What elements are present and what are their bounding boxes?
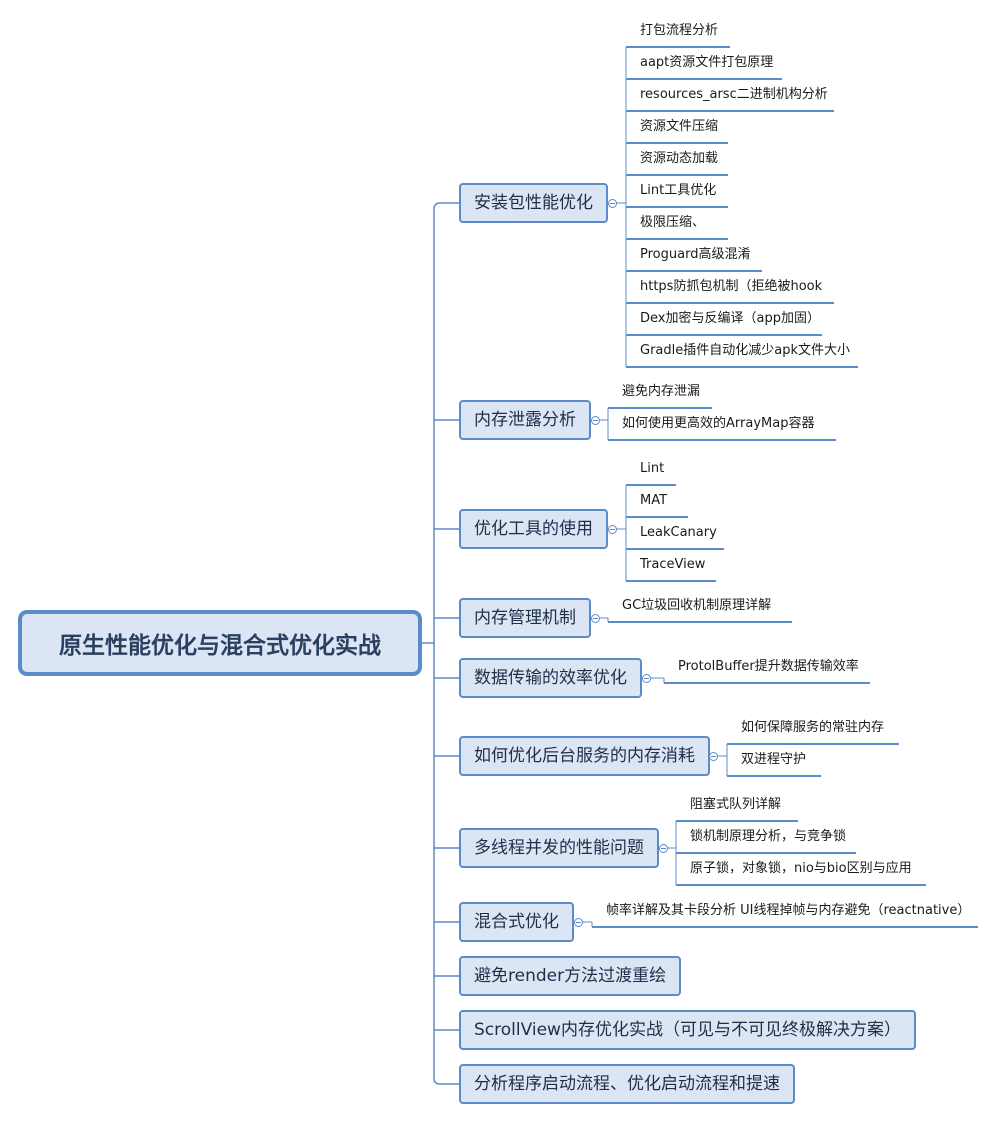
branch-connector <box>433 1077 459 1085</box>
branch-topic[interactable]: 优化工具的使用 <box>459 509 608 549</box>
leaf-topic[interactable]: Proguard高级混淆 <box>640 247 751 262</box>
branch-connector <box>433 202 459 210</box>
collapse-toggle-icon[interactable] <box>642 674 651 683</box>
collapse-toggle-icon[interactable] <box>591 614 600 623</box>
leaf-topic[interactable]: Gradle插件自动化减少apk文件大小 <box>640 343 850 358</box>
root-topic[interactable]: 原生性能优化与混合式优化实战 <box>18 610 422 676</box>
leaf-topic[interactable]: Lint工具优化 <box>640 183 717 198</box>
collapse-toggle-icon[interactable] <box>608 199 617 208</box>
leaf-topic[interactable]: 锁机制原理分析，与竞争锁 <box>690 829 847 844</box>
leaf-topic[interactable]: Dex加密与反编译（app加固） <box>640 311 820 326</box>
branch-topic[interactable]: 分析程序启动流程、优化启动流程和提速 <box>459 1064 795 1104</box>
leaf-topic[interactable]: 极限压缩、 <box>640 215 706 230</box>
leaf-topic[interactable]: https防抓包机制（拒绝被hook <box>640 279 823 294</box>
branch-topic[interactable]: ScrollView内存优化实战（可见与不可见终极解决方案） <box>459 1010 916 1050</box>
branch-topic[interactable]: 安装包性能优化 <box>459 183 608 223</box>
branch-topic[interactable]: 如何优化后台服务的内存消耗 <box>459 736 710 776</box>
leaf-topic[interactable]: ProtolBuffer提升数据传输效率 <box>678 659 859 674</box>
leaf-topic[interactable]: GC垃圾回收机制原理详解 <box>622 598 772 613</box>
leaf-topic[interactable]: 避免内存泄漏 <box>622 384 701 399</box>
leaf-topic[interactable]: TraceView <box>640 557 706 572</box>
leaf-topic[interactable]: 如何保障服务的常驻内存 <box>741 720 885 735</box>
leaf-topic[interactable]: MAT <box>640 493 668 508</box>
collapse-toggle-icon[interactable] <box>591 416 600 425</box>
collapse-toggle-icon[interactable] <box>574 918 583 927</box>
leaf-topic[interactable]: resources_arsc二进制机构分析 <box>640 87 828 102</box>
leaf-topic[interactable]: Lint <box>640 461 665 476</box>
branch-topic[interactable]: 避免render方法过渡重绘 <box>459 956 682 996</box>
collapse-toggle-icon[interactable] <box>659 844 668 853</box>
collapse-toggle-icon[interactable] <box>709 752 718 761</box>
leaf-topic[interactable]: 如何使用更高效的ArrayMap容器 <box>622 416 815 431</box>
branch-topic[interactable]: 混合式优化 <box>459 902 574 942</box>
branch-topic[interactable]: 数据传输的效率优化 <box>459 658 642 698</box>
leaf-topic[interactable]: 帧率详解及其卡段分析 UI线程掉帧与内存避免（reactnative） <box>606 903 971 918</box>
leaf-topic[interactable]: 双进程守护 <box>741 752 807 767</box>
branch-topic[interactable]: 内存泄露分析 <box>459 400 591 440</box>
collapse-toggle-icon[interactable] <box>608 525 617 534</box>
leaf-topic[interactable]: 资源动态加载 <box>640 151 719 166</box>
branch-topic[interactable]: 多线程并发的性能问题 <box>459 828 659 868</box>
leaf-topic[interactable]: 原子锁，对象锁，nio与bio区别与应用 <box>690 861 912 876</box>
leaf-topic[interactable]: 阻塞式队列详解 <box>690 797 782 812</box>
branch-topic[interactable]: 内存管理机制 <box>459 598 591 638</box>
leaf-topic[interactable]: LeakCanary <box>640 525 717 540</box>
leaf-topic[interactable]: 打包流程分析 <box>640 23 719 38</box>
leaf-topic[interactable]: 资源文件压缩 <box>640 119 719 134</box>
leaf-topic[interactable]: aapt资源文件打包原理 <box>640 55 774 70</box>
